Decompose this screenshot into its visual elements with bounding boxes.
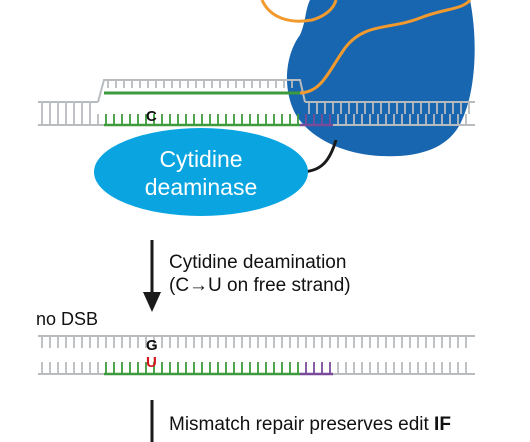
step2-line1-prefix: Mismatch repair preserves edit (169, 414, 435, 435)
top-duplex-upper-ticks-right (308, 103, 470, 114)
bottom-duplex-lower-ticks (41, 362, 467, 374)
top-duplex-lower-ticks (41, 114, 467, 125)
edited-base-u: U (146, 354, 157, 371)
r-loop-ticks (107, 80, 293, 88)
guide-rna-loop (260, 0, 338, 23)
top-base-g: G (146, 337, 158, 354)
state-label-no-dsb: no DSB (36, 309, 99, 329)
top-duplex-upper-ticks-left (41, 103, 91, 114)
bottom-duplex-upper-ticks (41, 337, 467, 348)
cas-protein (286, 0, 475, 157)
cytidine-deaminase-label: Cytidine deaminase (95, 145, 307, 201)
target-base-c: C (146, 108, 157, 125)
step1-arrow-head (143, 292, 161, 312)
step1-line1: Cytidine deamination (169, 252, 347, 273)
enzyme-label-line2: deaminase (144, 174, 258, 200)
enzyme-label-line1: Cytidine (159, 146, 243, 172)
r-loop-displaced-strand (97, 79, 306, 103)
cytidine-deaminase-ellipse (94, 128, 308, 216)
guide-rna-scaffold (299, 0, 472, 95)
step1-description: Cytidine deamination (C→U on free strand… (169, 251, 351, 297)
step2-line1-emphasis: IF (434, 414, 451, 435)
step1-line2: (C→U on free strand) (169, 275, 351, 296)
step2-description: Mismatch repair preserves edit IF (169, 413, 451, 436)
